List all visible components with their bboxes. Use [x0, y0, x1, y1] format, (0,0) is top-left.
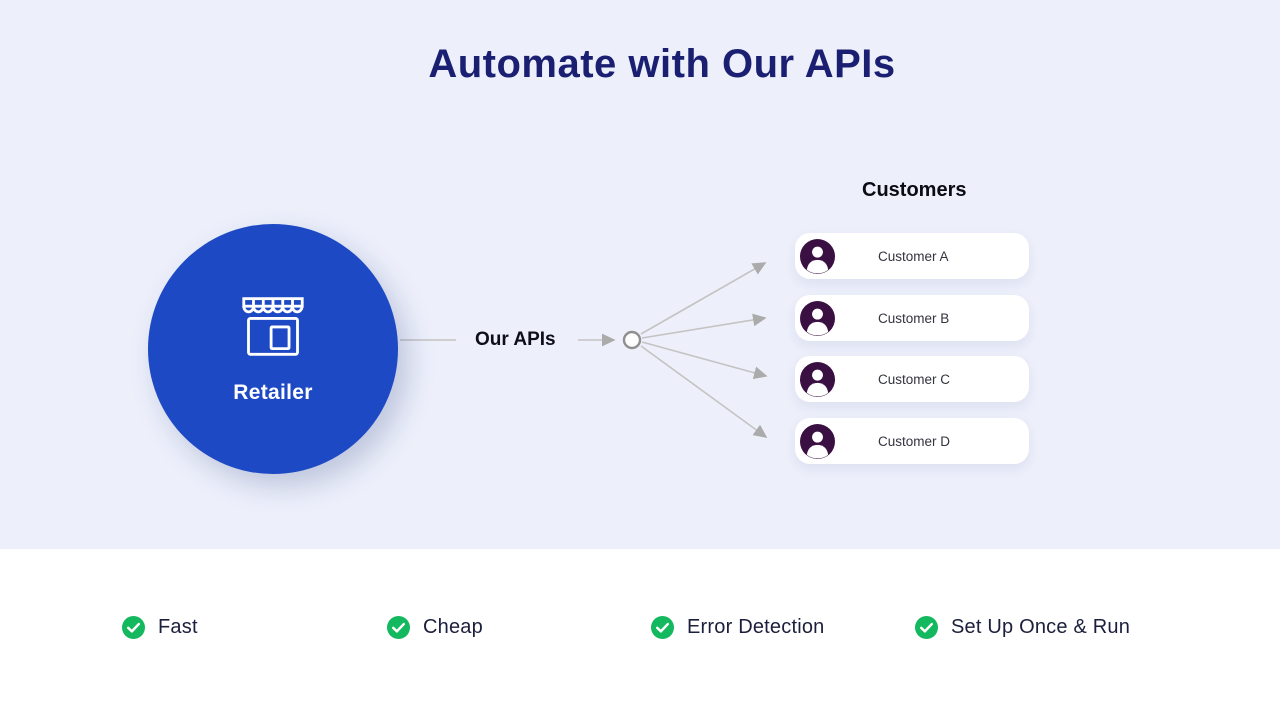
- feature-item: Error Detection: [651, 616, 825, 639]
- user-avatar-icon: [800, 238, 835, 274]
- feature-label: Fast: [158, 616, 198, 638]
- hero-section: Automate with Our APIs: [0, 0, 1280, 549]
- check-icon: [915, 616, 938, 639]
- api-label: Our APIs: [475, 329, 556, 350]
- customer-label: Customer A: [878, 248, 949, 264]
- customer-card: Customer C: [795, 356, 1029, 402]
- storefront-icon: [242, 297, 304, 356]
- api-node-icon: [622, 330, 642, 350]
- feature-item: Cheap: [387, 616, 483, 639]
- retailer-label: Retailer: [233, 381, 313, 404]
- check-icon: [651, 616, 674, 639]
- feature-label: Error Detection: [687, 616, 825, 638]
- customer-label: Customer C: [878, 371, 951, 387]
- features-section: Fast Cheap Error Detection Set Up Once &…: [0, 549, 1280, 720]
- user-avatar-icon: [800, 300, 835, 336]
- check-icon: [387, 616, 410, 639]
- customer-card: Customer A: [795, 233, 1029, 279]
- feature-item: Set Up Once & Run: [915, 616, 1130, 639]
- check-icon: [122, 616, 145, 639]
- feature-item: Fast: [122, 616, 198, 639]
- user-avatar-icon: [800, 361, 835, 397]
- feature-label: Cheap: [423, 616, 483, 638]
- customer-card: Customer D: [795, 418, 1029, 464]
- customer-label: Customer B: [878, 310, 950, 326]
- user-avatar-icon: [800, 423, 835, 459]
- feature-label: Set Up Once & Run: [951, 616, 1131, 638]
- customers-heading: Customers: [862, 179, 967, 201]
- customer-label: Customer D: [878, 433, 951, 449]
- customer-card: Customer B: [795, 295, 1029, 341]
- page-title: Automate with Our APIs: [428, 42, 896, 86]
- retailer-node: Retailer: [148, 224, 398, 474]
